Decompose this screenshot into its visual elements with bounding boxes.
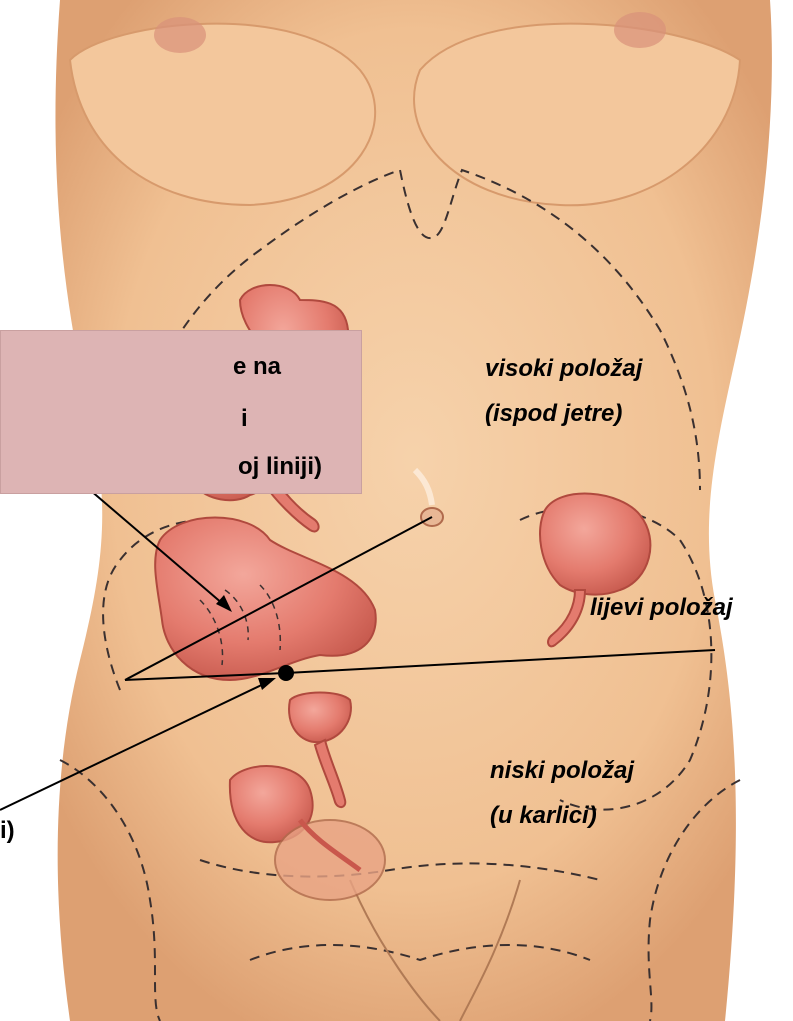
- label-high-position: visoki položaj: [485, 353, 642, 384]
- right-nipple: [614, 12, 666, 48]
- label-low-position: niski položaj: [490, 755, 634, 786]
- callout-box: e na i oj liniji): [0, 330, 362, 494]
- callout-line-1: e na: [233, 351, 281, 382]
- callout-line-3: oj liniji): [238, 451, 322, 482]
- mcburney-point-dot: [278, 665, 294, 681]
- left-nipple: [154, 17, 206, 53]
- callout-line-2: i: [241, 403, 248, 434]
- label-cut-left: i): [0, 815, 15, 846]
- label-left-position: lijevi položaj: [590, 592, 733, 623]
- label-low-position-note: (u karlici): [490, 800, 597, 831]
- label-high-position-note: (ispod jetre): [485, 398, 622, 429]
